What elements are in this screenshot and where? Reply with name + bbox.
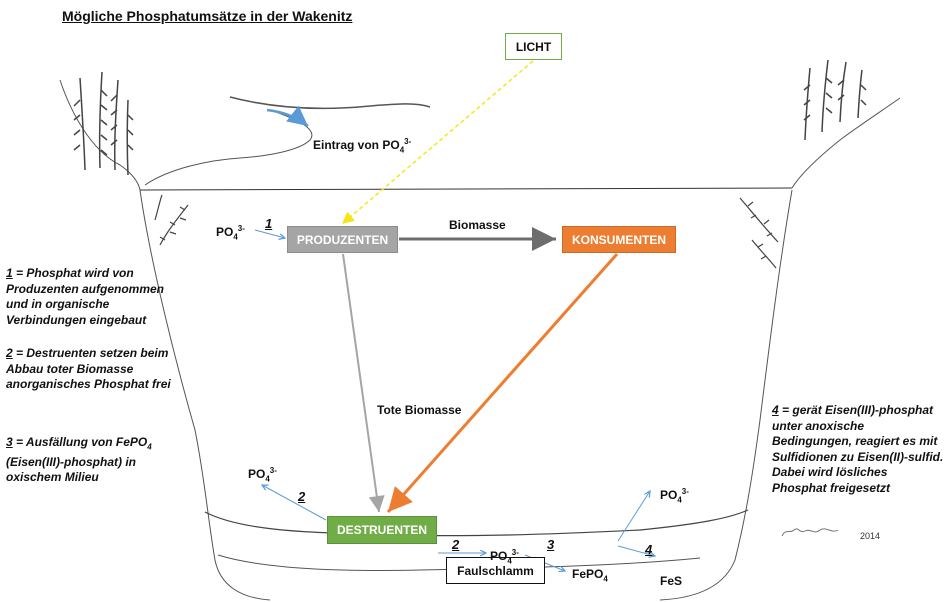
legend-note-2: 2 = Destruenten setzen beim Abbau toter … <box>6 346 171 391</box>
uptake-arrow <box>254 229 285 238</box>
inflow-bank-upper <box>229 96 431 110</box>
inflow-arrow <box>266 105 309 127</box>
phosphate-label-freed: PO43- <box>660 487 689 505</box>
consumer-death-arrow <box>386 253 619 513</box>
producers-box: PRODUZENTEN <box>287 226 398 253</box>
iron-phosphate-label: FePO4 <box>572 567 608 584</box>
phosphate-input-label: Eintrag von PO43- <box>313 137 412 155</box>
right-bank <box>791 97 901 189</box>
lake-basin-left-wall <box>139 189 271 601</box>
step-number-3: 3 <box>547 537 555 552</box>
step-number-2-left: 2 <box>298 489 306 504</box>
legend-note-4: 4 = gerät Eisen(III)-phosphat unter anox… <box>772 403 944 495</box>
light-box: LICHT <box>505 33 562 60</box>
step-number-4: 4 <box>645 542 653 557</box>
artist-signature <box>781 528 839 537</box>
phosphate-label-released-left: PO43- <box>248 466 277 484</box>
diagram-title: Mögliche Phosphatumsätze in der Wakenitz <box>62 8 353 24</box>
water-surface <box>139 187 793 191</box>
dead-biomass-arrow <box>342 253 385 513</box>
sludge-box: Faulschlamm <box>446 557 545 584</box>
decomposers-box: DESTRUENTEN <box>327 516 437 544</box>
step-number-2-right: 2 <box>452 537 460 552</box>
iron-sulfide-label: FeS <box>660 574 683 588</box>
lake-basin-right-wall <box>659 189 793 601</box>
release-arrow-left <box>262 485 327 521</box>
inflow-bank-lower <box>144 109 313 186</box>
reduction-arrow-fes <box>617 545 655 556</box>
reduction-arrow-up <box>617 491 650 542</box>
step-number-1: 1 <box>265 216 273 231</box>
dead-biomass-label: Tote Biomasse <box>377 403 462 417</box>
reeds-left <box>73 71 134 176</box>
left-bank <box>59 79 141 191</box>
sediment-line <box>204 509 749 537</box>
biomass-label: Biomasse <box>449 218 506 232</box>
water-plant-right <box>739 197 779 269</box>
legend-note-1: 1 = Phosphat wird von Produzenten aufgen… <box>6 266 165 327</box>
legend-note-3: 3 = Ausfällung von FePO4 (Eisen(III)-pho… <box>6 435 152 485</box>
phosphate-label-released-right: PO43- <box>490 548 519 566</box>
phosphate-label-producers: PO43- <box>216 224 245 242</box>
signature-year: 2014 <box>860 531 881 541</box>
reeds-right <box>803 59 867 141</box>
sludge-line <box>217 554 701 571</box>
water-plant-left <box>154 194 189 246</box>
consumers-box: KONSUMENTEN <box>562 226 676 253</box>
